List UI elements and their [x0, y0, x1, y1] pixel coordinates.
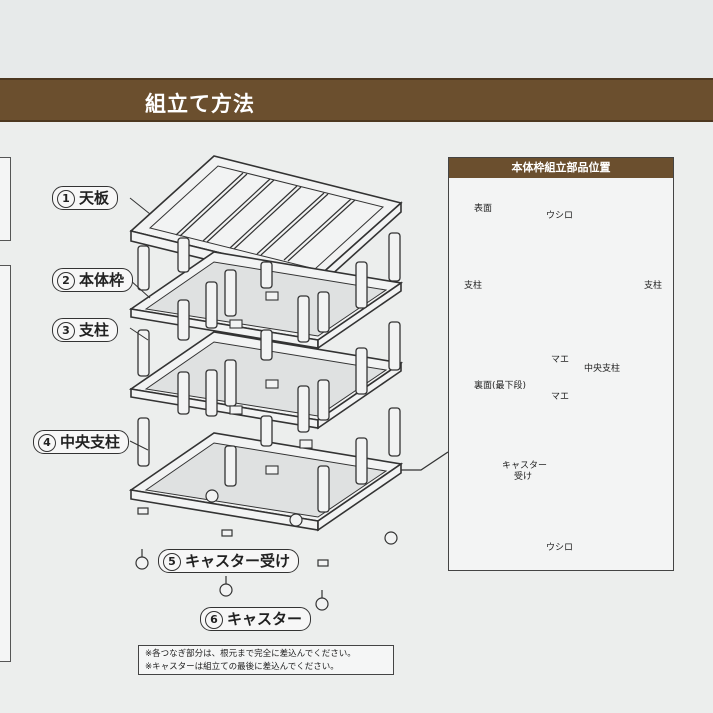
section-header: 組立て方法 — [0, 78, 713, 122]
part-number: 2 — [57, 272, 75, 290]
top-view-pillar-left: 支柱 — [464, 281, 483, 291]
pillars — [137, 232, 401, 513]
part-name: キャスター受け — [185, 552, 291, 570]
bottom-view-front-label: マエ — [551, 392, 570, 402]
left-edge-box-2 — [0, 265, 11, 662]
part-name: 支柱 — [79, 321, 110, 339]
top-view-center-pillar: 中央支柱 — [584, 364, 621, 374]
assembly-notes: ※各つなぎ部分は、根元まで完全に差込んでください。 ※キャスターは組立ての最後に… — [138, 645, 394, 675]
left-edge-box-1 — [0, 157, 11, 241]
part-number: 3 — [57, 322, 75, 340]
top-view-back-label: ウシロ — [546, 211, 574, 221]
sheet-top-area — [0, 0, 713, 78]
connectors — [229, 291, 313, 475]
part-name: キャスター — [227, 610, 303, 628]
top-view-pillar-right: 支柱 — [644, 281, 663, 291]
part-name: 中央支柱 — [60, 433, 121, 451]
frame-parts-position-panel: 本体枠組立部品位置 — [448, 157, 674, 571]
part-name: 天板 — [79, 189, 110, 207]
bottom-view-caster-label-1: キャスター — [502, 458, 548, 471]
panel-title: 本体枠組立部品位置 — [449, 158, 673, 178]
note-line: ※各つなぎ部分は、根元まで完全に差込んでください。 — [145, 649, 356, 659]
part-name: 本体枠 — [79, 271, 125, 289]
part-number: 4 — [38, 434, 56, 452]
bottom-view-back-label: ウシロ — [546, 543, 574, 553]
top-view-front-label: マエ — [551, 355, 570, 365]
part-number: 5 — [163, 553, 181, 571]
part-number: 6 — [205, 611, 223, 629]
part-number: 1 — [57, 190, 75, 208]
top-view-label: 表面 — [474, 204, 493, 214]
casters — [135, 489, 398, 611]
note-line: ※キャスターは組立ての最後に差込んでください。 — [145, 662, 339, 672]
bottom-view-label: 裏面(最下段) — [474, 381, 527, 391]
bottom-view-caster-label-2: 受け — [514, 469, 533, 482]
section-title: 組立て方法 — [145, 92, 255, 116]
